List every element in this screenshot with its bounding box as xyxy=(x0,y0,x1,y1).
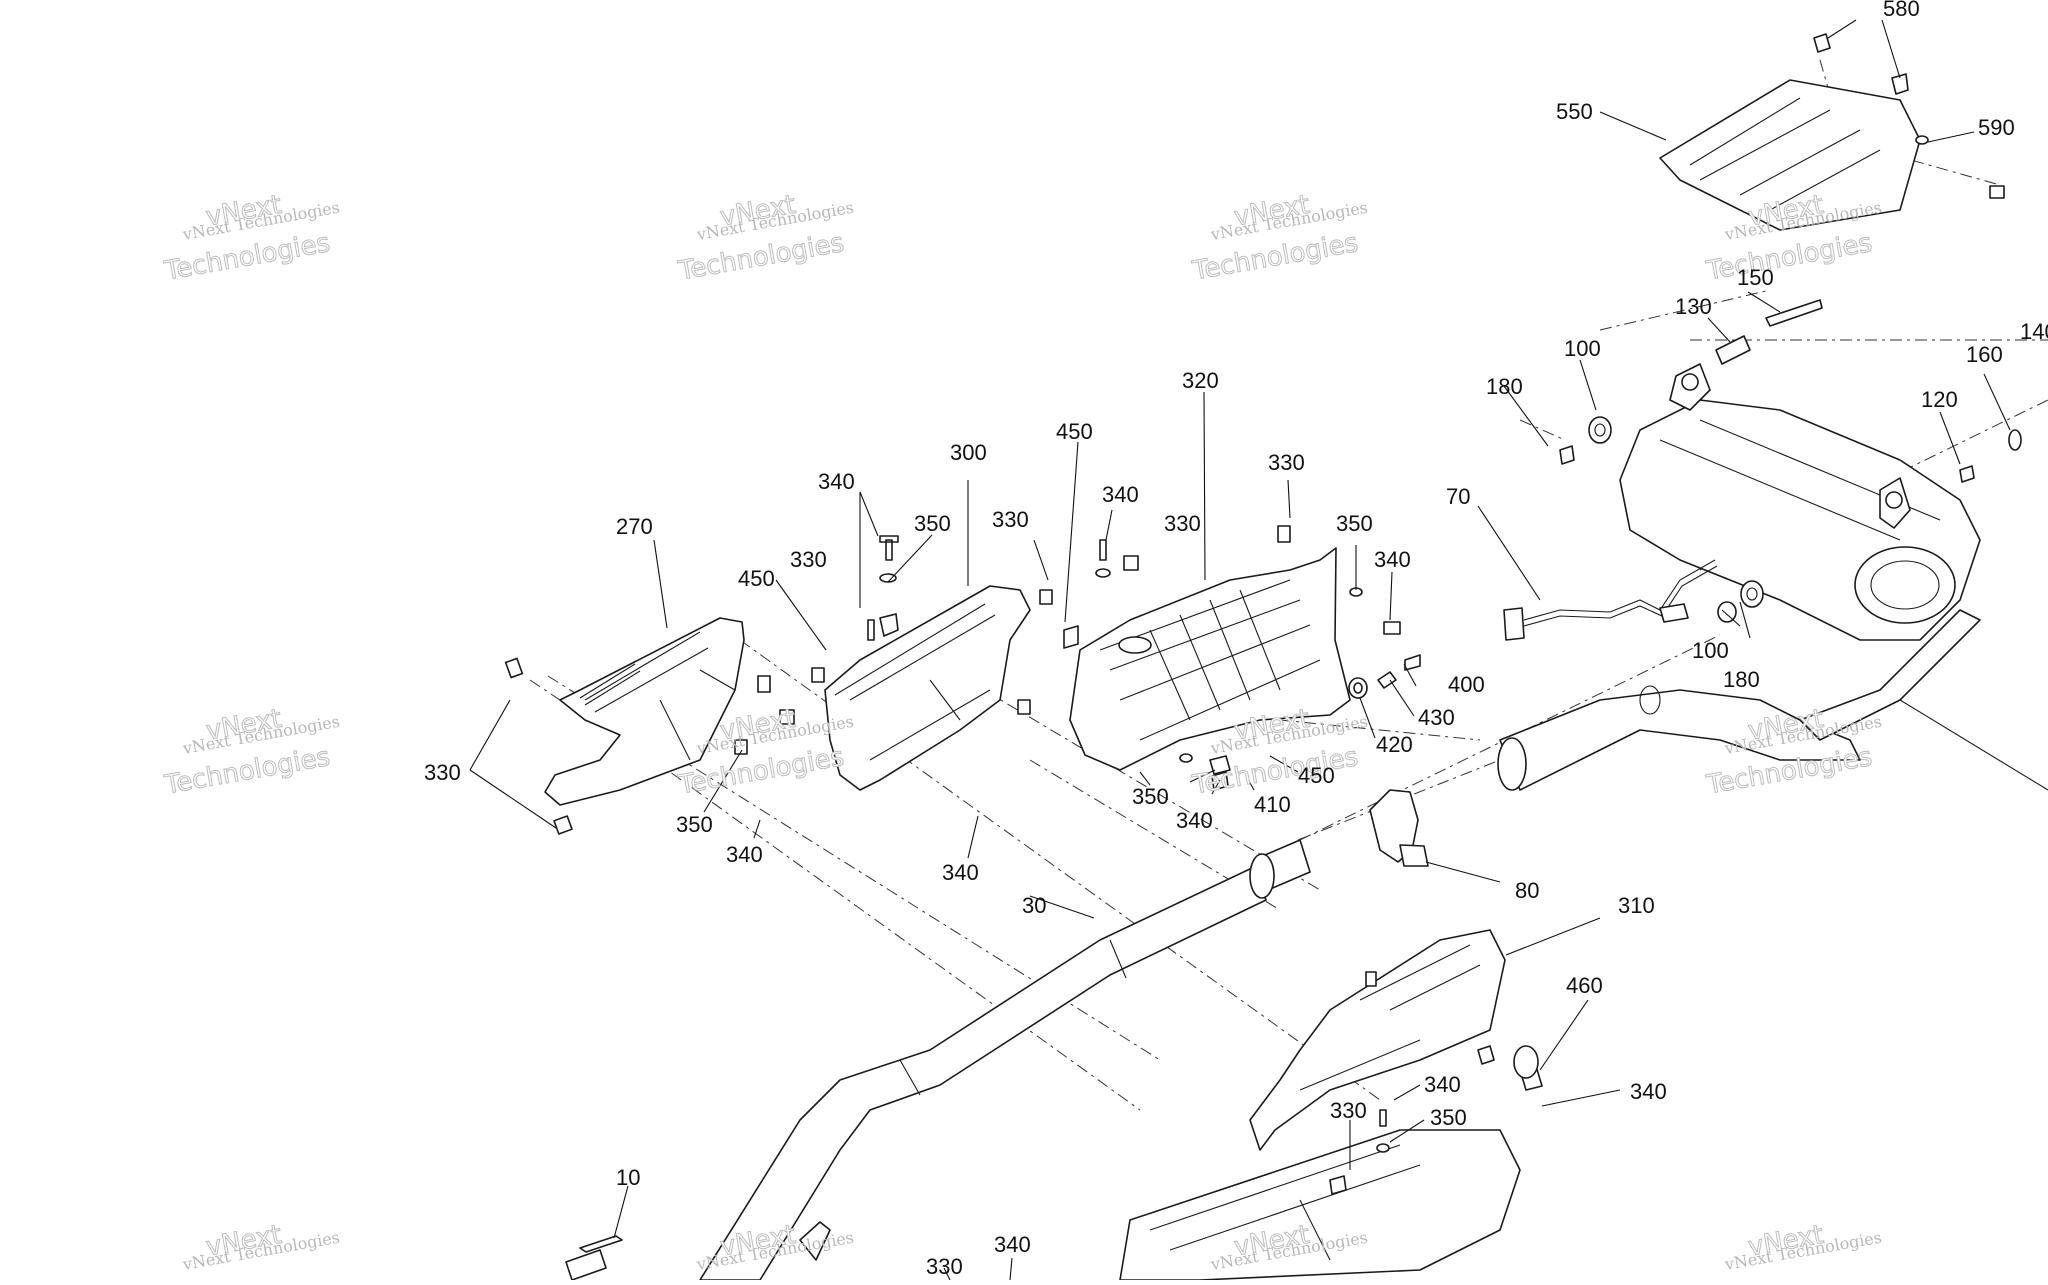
callout-340-d: 340 xyxy=(1176,808,1213,833)
lower-shield xyxy=(565,1109,1521,1281)
heat-shield-270 xyxy=(504,617,795,835)
fasteners-cluster xyxy=(1179,587,1421,791)
callout-340-g: 340 xyxy=(1424,1072,1461,1097)
callout-420: 420 xyxy=(1376,732,1413,757)
callout-450-b: 450 xyxy=(738,566,775,591)
callout-160: 160 xyxy=(1966,342,2003,367)
callout-80: 80 xyxy=(1515,878,1539,903)
callout-340-i: 340 xyxy=(994,1232,1031,1257)
callout-300: 300 xyxy=(950,440,987,465)
callout-270: 270 xyxy=(616,514,653,539)
callout-340-c: 340 xyxy=(1374,547,1411,572)
callout-450-top: 450 xyxy=(1056,419,1093,444)
watermark-text: vNext xyxy=(204,704,284,747)
callout-30: 30 xyxy=(1022,893,1046,918)
callout-100-upper: 100 xyxy=(1564,336,1601,361)
callout-550: 550 xyxy=(1556,99,1593,124)
callout-150: 150 xyxy=(1737,265,1774,290)
callout-350-b: 350 xyxy=(1336,511,1373,536)
callout-350-a: 350 xyxy=(914,511,951,536)
callout-100-lower: 100 xyxy=(1692,638,1729,663)
oxygen-sensor-70 xyxy=(1503,559,1718,641)
callout-340-h: 340 xyxy=(1630,1079,1667,1104)
callout-140: 140 xyxy=(2020,319,2048,344)
muffler-assembly xyxy=(699,299,2048,1281)
callout-330-c: 330 xyxy=(1164,511,1201,536)
callout-130: 130 xyxy=(1675,294,1712,319)
heat-shield-310 xyxy=(1249,929,1543,1151)
callout-320: 320 xyxy=(1182,368,1219,393)
callout-340-a: 340 xyxy=(818,469,855,494)
heat-shield-550 xyxy=(1659,33,2005,231)
callout-330-d: 330 xyxy=(790,547,827,572)
callout-330-e: 330 xyxy=(424,760,461,785)
callout-580: 580 xyxy=(1883,0,1920,21)
callout-120: 120 xyxy=(1921,387,1958,412)
heat-shield-300 xyxy=(811,535,1053,791)
callout-labels: 580 550 590 150 130 140 100 160 180 120 … xyxy=(424,0,2048,1279)
callout-450-c: 450 xyxy=(1298,763,1335,788)
callout-400: 400 xyxy=(1448,672,1485,697)
callout-330-g: 330 xyxy=(926,1254,963,1279)
callout-10: 10 xyxy=(616,1165,640,1190)
callout-340-e: 340 xyxy=(726,842,763,867)
callout-350-c: 350 xyxy=(1132,784,1169,809)
heat-shield-320 xyxy=(1063,525,1351,771)
callout-340-b: 340 xyxy=(1102,482,1139,507)
callout-330-f: 330 xyxy=(1330,1098,1367,1123)
leader-lines xyxy=(469,19,2011,1281)
callout-330-b: 330 xyxy=(992,507,1029,532)
callout-340-f: 340 xyxy=(942,860,979,885)
callout-180-upper: 180 xyxy=(1486,374,1523,399)
callout-350-d: 350 xyxy=(676,812,713,837)
callout-350-e: 350 xyxy=(1430,1105,1467,1130)
callout-590: 590 xyxy=(1978,115,2015,140)
clamp-80 xyxy=(1369,789,1429,867)
callout-430: 430 xyxy=(1418,705,1455,730)
callout-460: 460 xyxy=(1566,973,1603,998)
callout-180-lower: 180 xyxy=(1723,667,1760,692)
callout-410: 410 xyxy=(1254,792,1291,817)
callout-330-top: 330 xyxy=(1268,450,1305,475)
callout-70: 70 xyxy=(1446,484,1470,509)
callout-310: 310 xyxy=(1618,893,1655,918)
